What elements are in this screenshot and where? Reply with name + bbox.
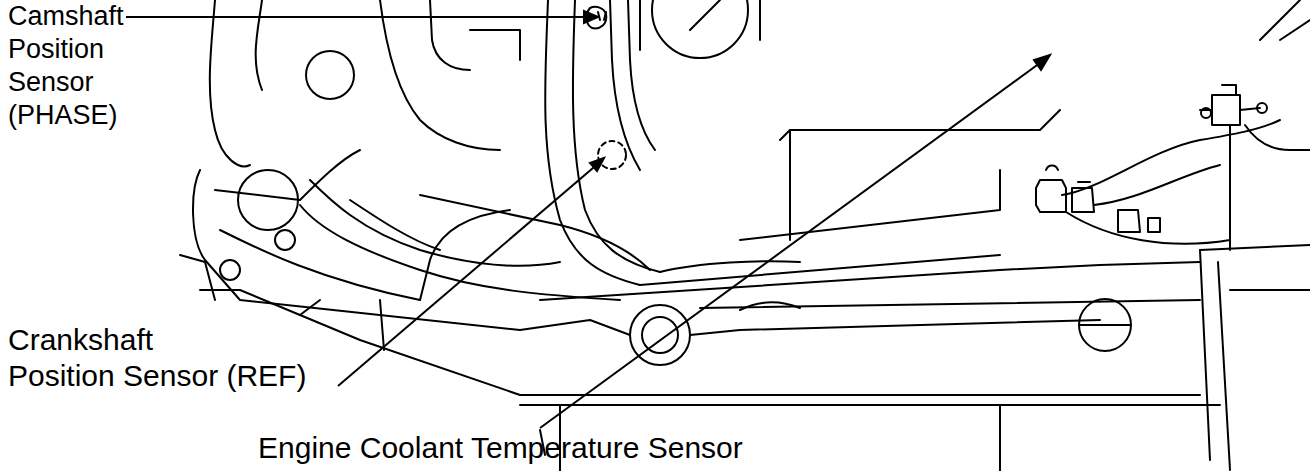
engine-line-art: [780, 110, 1060, 140]
engine-line-art: [639, 0, 641, 50]
engine-line-art: [310, 180, 560, 266]
engine-line-art: [1036, 180, 1066, 212]
part-label: Crankshaft Position Sensor (REF): [8, 322, 338, 394]
engine-line-art: [1046, 166, 1058, 171]
engine-line-art: [1218, 262, 1230, 470]
engine-line-art: [520, 320, 630, 335]
engine-line-art: [306, 51, 354, 99]
engine-line-art: [126, 16, 592, 18]
engine-line-art: [1280, 20, 1310, 40]
engine-line-art: [573, 0, 660, 272]
engine-line-art: [759, 0, 761, 40]
engine-line-art: [430, 0, 470, 70]
engine-line-art: [700, 300, 1200, 308]
engine-line-art: [610, 0, 640, 170]
engine-line-art: [1079, 299, 1131, 351]
engine-line-art: [470, 30, 520, 60]
engine-line-art: [238, 170, 298, 230]
engine-line-art: [1078, 181, 1090, 183]
engine-line-art: [642, 317, 678, 353]
engine-line-art: [300, 300, 320, 315]
engine-line-art: [740, 302, 800, 310]
engine-line-art: [300, 205, 620, 300]
engine-line-art: [1245, 125, 1310, 150]
engine-line-art: [598, 141, 626, 169]
engine-line-art: [220, 260, 240, 280]
engine-line-art: [545, 0, 640, 285]
engine-line-art: [520, 404, 1220, 406]
engine-line-art: [690, 0, 720, 30]
engine-line-art: [215, 150, 360, 200]
engine-line-art: [640, 255, 1000, 285]
engine-line-art: [1222, 85, 1236, 95]
engine-line-art: [1034, 55, 1050, 70]
engine-line-art: [1118, 210, 1140, 232]
engine-line-art: [1200, 250, 1210, 460]
engine-line-art: [540, 60, 1044, 428]
engine-line-art: [1260, 0, 1300, 40]
engine-line-art: [380, 300, 384, 350]
engine-line-art: [789, 130, 791, 240]
engine-line-art: [210, 0, 250, 166]
engine-line-art: [1062, 120, 1280, 195]
engine-line-art: [652, 0, 748, 58]
engine-line-art: [275, 230, 295, 250]
engine-line-art: [1148, 218, 1160, 232]
part-label: Camshaft Position Sensor (PHASE): [8, 0, 148, 132]
engine-line-art: [338, 162, 600, 386]
engine-line-art: [350, 200, 440, 250]
engine-line-art: [380, 0, 500, 150]
engine-line-art: [1080, 324, 1130, 326]
engine-line-art: [740, 320, 1100, 330]
engine-line-art: [1200, 245, 1310, 250]
engine-line-art: [584, 11, 598, 23]
engine-line-art: [1201, 108, 1211, 118]
part-label: Engine Coolant Temperature Sensor: [258, 430, 743, 466]
engine-line-art: [590, 158, 604, 171]
engine-line-art: [540, 262, 1200, 300]
engine-line-art: [660, 261, 800, 272]
engine-line-art: [1257, 103, 1267, 113]
engine-line-art: [1094, 165, 1220, 205]
engine-line-art: [180, 0, 1310, 471]
engine-line-art: [999, 405, 1001, 471]
engine-line-art: [1066, 212, 1230, 244]
engine-line-art: [256, 0, 262, 90]
engine-line-art: [1230, 289, 1310, 291]
engine-line-art: [1229, 125, 1231, 250]
engine-line-art: [740, 170, 1000, 240]
engine-line-art: [690, 330, 740, 335]
engine-line-art: [628, 0, 655, 150]
engine-line-art: [520, 394, 1200, 396]
engine-line-art: [180, 255, 215, 300]
engine-line-art: [1212, 95, 1240, 125]
engine-line-art: [220, 230, 420, 300]
engine-line-art: [420, 210, 510, 300]
